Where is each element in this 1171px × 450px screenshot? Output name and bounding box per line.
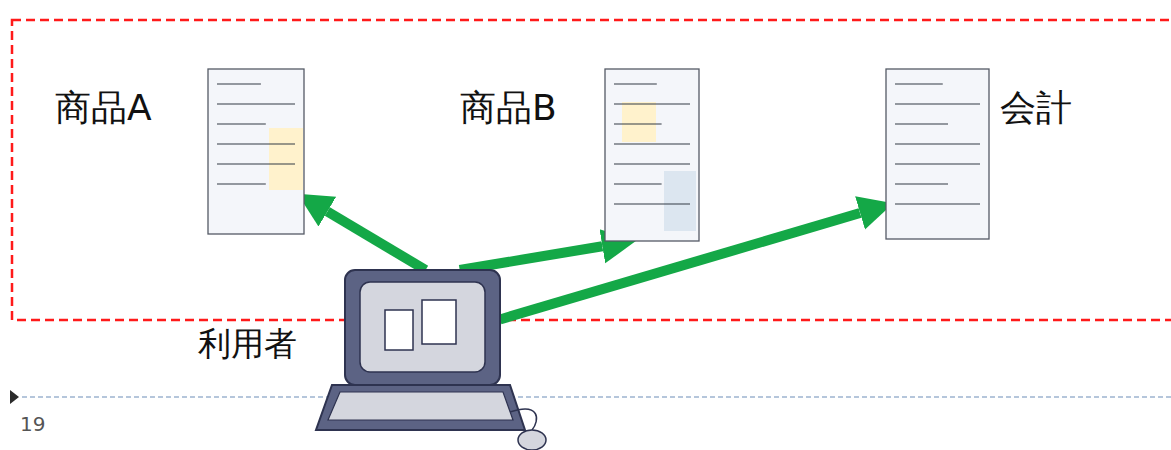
text-line xyxy=(217,183,266,184)
text-line xyxy=(217,103,295,104)
text-line xyxy=(217,143,295,144)
computer-icon xyxy=(310,262,550,450)
text-line xyxy=(217,123,266,124)
text-line xyxy=(895,203,980,204)
text-line xyxy=(895,83,943,84)
document-node: 会計 xyxy=(880,60,1110,250)
mouse-cable xyxy=(510,409,537,430)
keyboard xyxy=(328,392,513,420)
window xyxy=(422,300,456,344)
footer-rule xyxy=(22,396,1171,397)
text-line xyxy=(217,163,295,164)
text-line xyxy=(895,123,948,124)
text-line xyxy=(614,183,662,184)
node-label: 商品B xyxy=(460,88,557,128)
text-line xyxy=(614,123,662,124)
node-label: 会計 xyxy=(1000,88,1072,128)
scope-region xyxy=(12,20,1171,320)
monitor xyxy=(345,270,500,385)
page-outline xyxy=(605,69,699,241)
text-line xyxy=(614,203,690,204)
text-line xyxy=(614,83,657,84)
document-node: 商品A xyxy=(50,60,310,245)
text-line xyxy=(895,143,980,144)
screen xyxy=(360,282,485,372)
access-arrow xyxy=(460,246,603,270)
page-figure xyxy=(664,171,696,231)
document-node: 商品B xyxy=(455,60,705,250)
access-arrow xyxy=(327,212,425,270)
text-line xyxy=(614,103,690,104)
node-label: 利用者 xyxy=(198,326,297,362)
node-label: 商品A xyxy=(55,88,152,128)
text-line xyxy=(895,163,980,164)
keyboard-base xyxy=(316,385,525,430)
mouse xyxy=(518,430,546,450)
text-line xyxy=(614,163,690,164)
text-line xyxy=(217,83,261,84)
document-icon xyxy=(885,68,990,240)
user-terminal: 利用者 xyxy=(190,262,560,450)
text-line xyxy=(614,143,690,144)
window xyxy=(385,310,413,350)
page-figure xyxy=(269,128,303,190)
page-outline xyxy=(208,69,304,234)
page-figure xyxy=(622,102,656,142)
page-number: 19 xyxy=(20,412,45,436)
document-icon xyxy=(207,68,305,235)
footer-bullet xyxy=(10,390,19,404)
page-outline xyxy=(886,69,989,239)
text-line xyxy=(895,183,948,184)
document-icon xyxy=(604,68,700,242)
text-line xyxy=(895,103,980,104)
